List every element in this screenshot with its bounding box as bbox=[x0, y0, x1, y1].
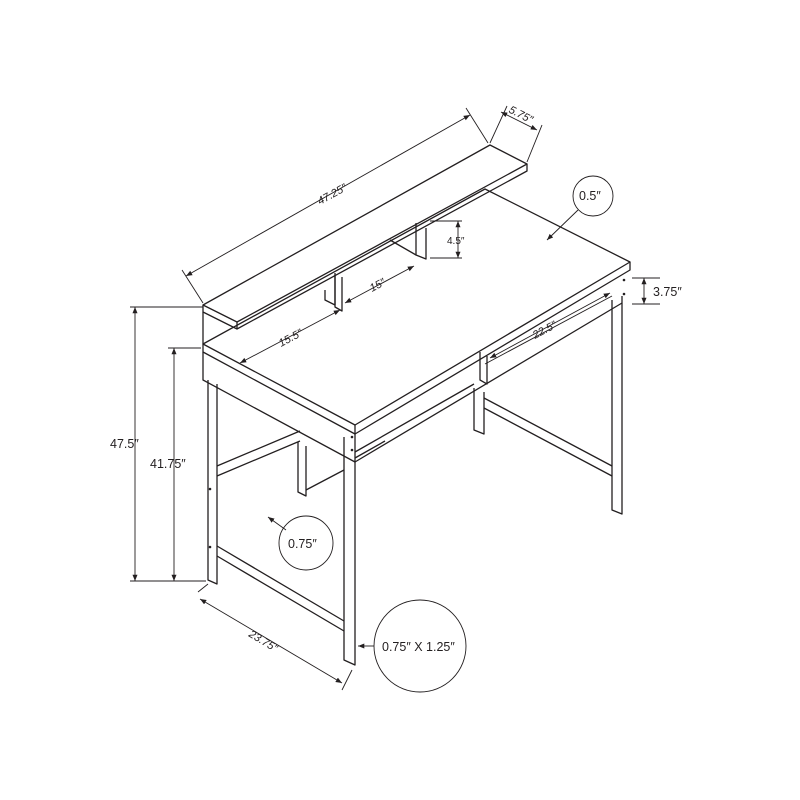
label-shelf-opening: 15″ bbox=[368, 276, 389, 295]
label-leg-size: 0.75″ bbox=[288, 537, 317, 551]
callout-leg-size bbox=[267, 515, 334, 571]
dimension-lines bbox=[130, 105, 660, 691]
callout-tube-size bbox=[358, 599, 467, 693]
label-desk-height: 41.75″ bbox=[150, 457, 186, 471]
label-apron-height: 3.75″ bbox=[653, 285, 682, 299]
label-top-thickness: 0.5″ bbox=[579, 189, 601, 203]
desk-outline bbox=[202, 188, 631, 666]
label-shelf-clearance: 4.5″ bbox=[447, 236, 465, 247]
callout-top-thickness bbox=[546, 175, 614, 241]
label-depth: 23.75″ bbox=[246, 628, 281, 656]
label-tube-size: 0.75″ X 1.25″ bbox=[382, 640, 455, 654]
label-shelf-depth: 5.75″ bbox=[507, 104, 536, 127]
label-overall-width: 47.25″ bbox=[316, 181, 350, 207]
label-total-height: 47.5″ bbox=[110, 437, 139, 451]
